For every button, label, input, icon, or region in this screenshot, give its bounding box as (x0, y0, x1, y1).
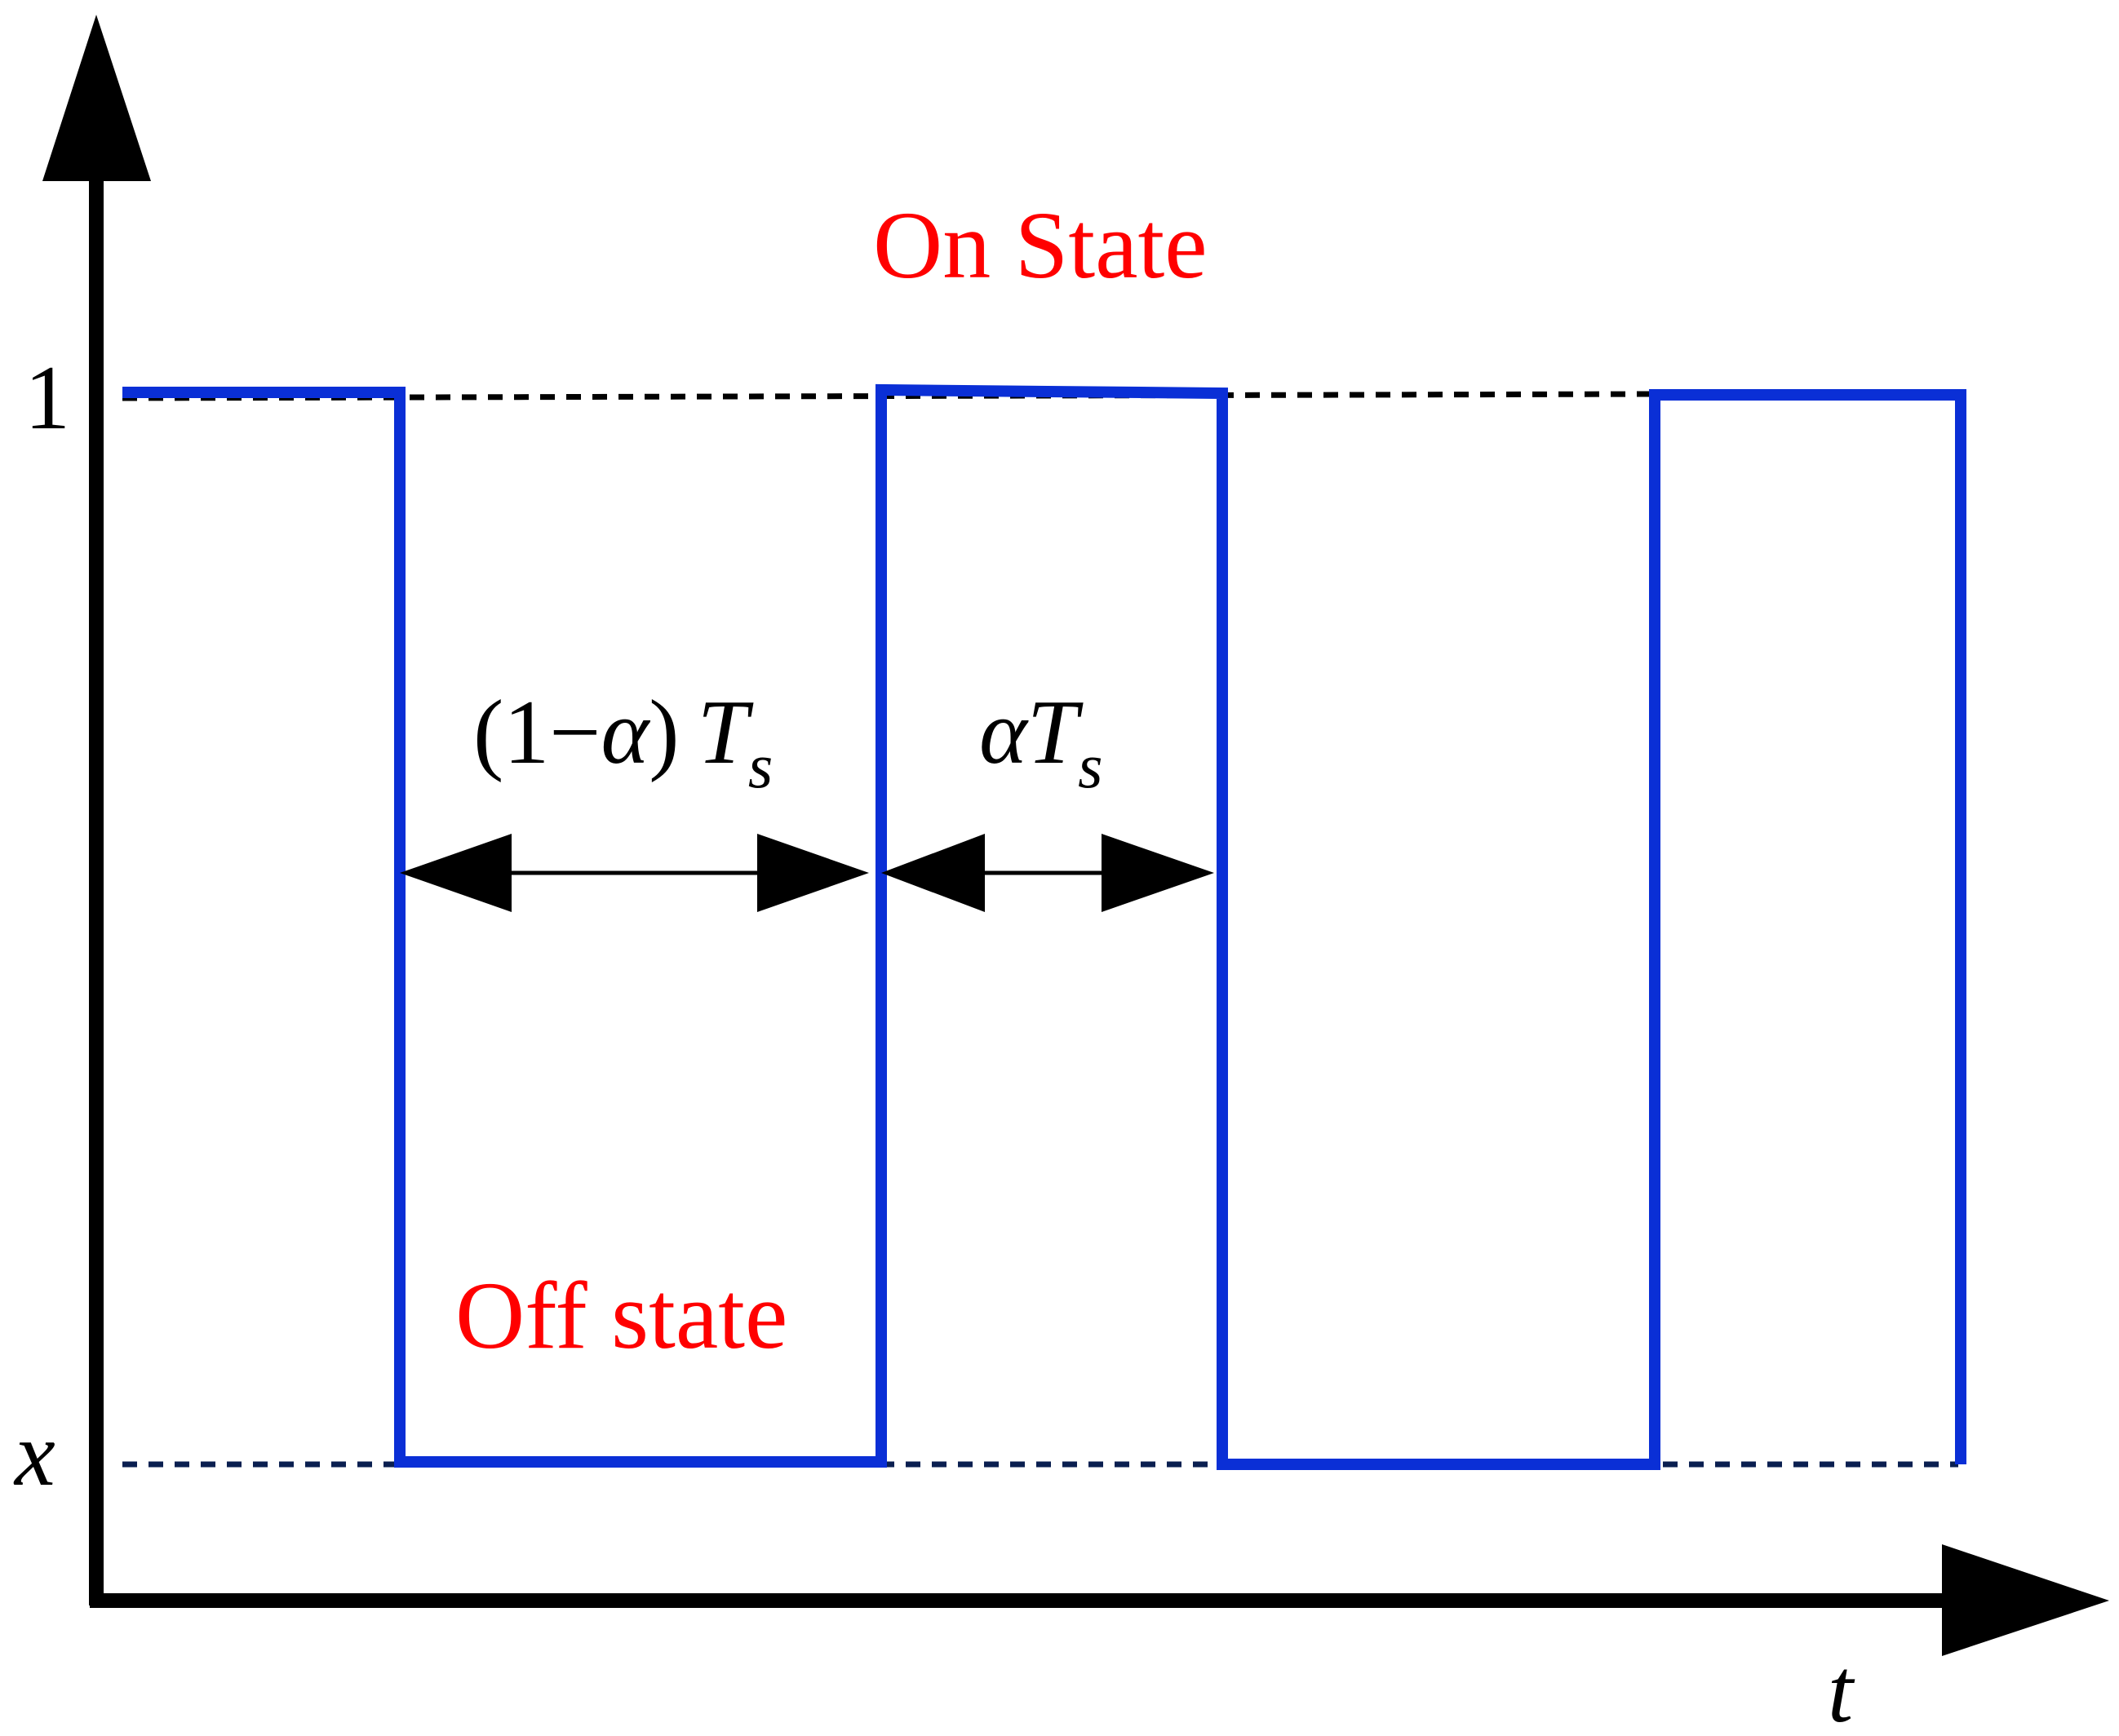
off-interval-s: s (748, 730, 773, 801)
off-interval-close-paren: ) (649, 682, 679, 783)
level-x-label: x (13, 1404, 55, 1505)
level-1-label: 1 (24, 348, 70, 449)
pwm-waveform (122, 383, 1966, 1470)
on-interval-label: αTs (979, 682, 1102, 801)
on-interval-s: s (1078, 730, 1102, 801)
off-interval-label: (1−α)Ts (473, 682, 773, 801)
off-interval-alpha: α (601, 682, 650, 783)
on-interval-T: T (1027, 682, 1084, 783)
on-interval-arrow-right (1102, 834, 1214, 912)
time-axis-label: t (1828, 1641, 1855, 1736)
on-interval-arrow-left (881, 834, 985, 912)
off-interval-T: T (698, 682, 754, 783)
on-interval-alpha: α (979, 682, 1029, 783)
off-interval-prefix: (1− (473, 682, 601, 783)
y-axis-arrowhead (42, 15, 151, 181)
off-state-label: Off state (455, 1262, 787, 1369)
off-interval-arrow-right (757, 834, 869, 912)
on-state-label: On State (873, 192, 1208, 299)
off-interval-arrow-left (400, 834, 512, 912)
x-axis-arrowhead (1942, 1544, 2109, 1656)
